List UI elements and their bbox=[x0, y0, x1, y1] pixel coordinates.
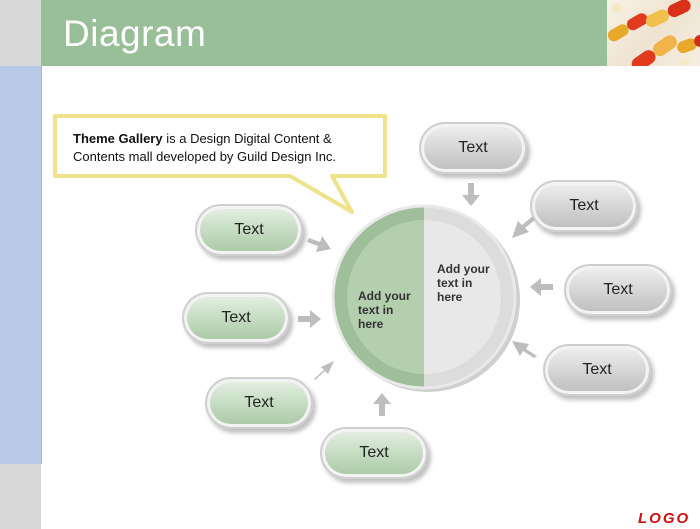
circle-right-text: Add your text in here bbox=[437, 262, 490, 304]
text-pill-bottom[interactable]: Text bbox=[320, 427, 428, 479]
text-pill-right-1[interactable]: Text bbox=[530, 180, 638, 232]
arrow-left-3 bbox=[314, 361, 334, 380]
speech-bubble bbox=[53, 114, 387, 214]
arrow-bottom bbox=[373, 393, 391, 416]
pill-label: Text bbox=[359, 444, 389, 461]
pill-label: Text bbox=[603, 281, 633, 298]
page-title: Diagram bbox=[63, 13, 207, 54]
pill-label: Text bbox=[221, 309, 251, 326]
arrow-left-1 bbox=[307, 236, 331, 252]
text-pill-left-2[interactable]: Text bbox=[182, 292, 290, 344]
text-pill-left-1[interactable]: Text bbox=[195, 204, 303, 256]
text-pill-left-3[interactable]: Text bbox=[205, 377, 313, 429]
header-bar bbox=[41, 0, 607, 66]
circle-left-inner bbox=[347, 220, 424, 374]
text-pill-top[interactable]: Text bbox=[419, 122, 527, 174]
arrow-right-2 bbox=[530, 278, 553, 296]
pill-label: Text bbox=[582, 361, 612, 378]
arrow-top bbox=[462, 183, 480, 206]
pill-label: Text bbox=[458, 139, 488, 156]
arrows bbox=[298, 183, 553, 416]
left-side-bar bbox=[0, 66, 42, 464]
circle-right-inner bbox=[424, 220, 501, 374]
callout-body: is a Design Digital Content & Contents m… bbox=[73, 131, 337, 164]
left-top-block bbox=[0, 0, 41, 66]
callout-bold: Theme Gallery bbox=[73, 131, 163, 146]
logo: LOGO bbox=[638, 510, 691, 527]
pill-label: Text bbox=[244, 394, 274, 411]
pills-photo bbox=[607, 0, 700, 66]
text-pill-right-2[interactable]: Text bbox=[564, 264, 672, 316]
arrow-right-3 bbox=[512, 341, 537, 358]
text-pill-right-3[interactable]: Text bbox=[543, 344, 651, 396]
pill-label: Text bbox=[234, 221, 264, 238]
arrow-left-2 bbox=[298, 310, 321, 328]
pill-label: Text bbox=[569, 197, 599, 214]
left-bottom-block bbox=[0, 464, 41, 529]
arrow-right-1 bbox=[512, 216, 536, 238]
callout-text: Theme Gallery is a Design Digital Conten… bbox=[73, 130, 373, 166]
circle-left-text: Add your text in here bbox=[358, 289, 411, 331]
